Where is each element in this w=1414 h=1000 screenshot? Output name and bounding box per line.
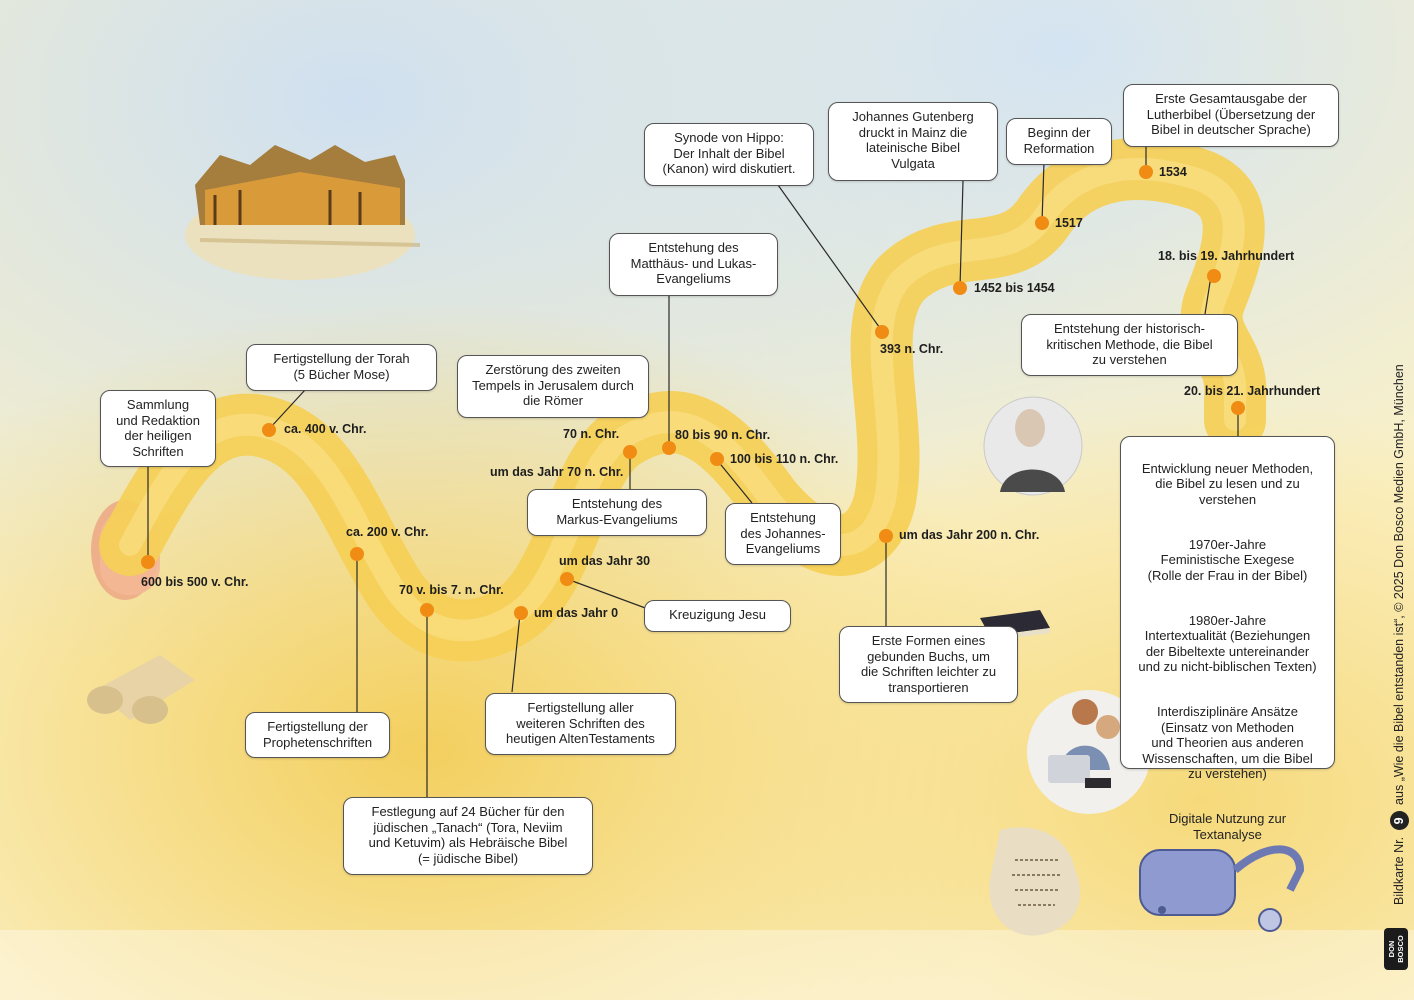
methoden-intro: Entwicklung neuer Methoden, die Bibel zu… bbox=[1141, 460, 1314, 507]
event-reformation: Beginn der Reformation bbox=[1006, 118, 1112, 165]
event-torah: Fertigstellung der Torah (5 Bücher Mose) bbox=[246, 344, 437, 391]
dot-20jh bbox=[1231, 401, 1245, 415]
tents-illustration bbox=[185, 145, 421, 280]
date-393: 393 n. Chr. bbox=[880, 342, 944, 356]
event-buch: Erste Formen eines gebunden Buchs, um di… bbox=[839, 626, 1018, 703]
date-18-19-jh: 18. bis 19. Jahrhundert bbox=[1158, 249, 1295, 263]
event-neue-methoden: Entwicklung neuer Methoden, die Bibel zu… bbox=[1120, 436, 1335, 842]
methoden-digital: Digitale Nutzung zur Textanalyse bbox=[1168, 811, 1287, 842]
methoden-interdisziplinaer: Interdisziplinäre Ansätze (Einsatz von M… bbox=[1142, 704, 1313, 781]
date-200-vchr: ca. 200 v. Chr. bbox=[346, 525, 429, 539]
card-number-badge: 9 bbox=[1390, 811, 1409, 831]
date-600-500-vchr: 600 bis 500 v. Chr. bbox=[141, 575, 249, 589]
date-jahr-0: um das Jahr 0 bbox=[534, 606, 619, 620]
timeline-dots bbox=[141, 165, 1245, 620]
date-20-21-jh: 20. bis 21. Jahrhundert bbox=[1184, 384, 1321, 398]
credit-suffix: aus „Wie die Bibel entstanden ist“, © 20… bbox=[1392, 364, 1406, 805]
publisher-logo: DON BOSCO bbox=[1384, 928, 1408, 970]
portrait-illustration bbox=[983, 396, 1083, 496]
date-1517: 1517 bbox=[1055, 216, 1083, 230]
date-jahr-200: um das Jahr 200 n. Chr. bbox=[899, 528, 1040, 542]
dot-0 bbox=[514, 606, 528, 620]
dot-400 bbox=[262, 423, 276, 437]
dot-1517 bbox=[1035, 216, 1049, 230]
date-70v-7n: 70 v. bis 7. n. Chr. bbox=[399, 583, 504, 597]
credit-prefix: Bildkarte Nr. bbox=[1392, 836, 1406, 905]
event-tempel: Zerstörung des zweiten Tempels in Jerusa… bbox=[457, 355, 649, 418]
event-sammlung: Sammlung und Redaktion der heiligen Schr… bbox=[100, 390, 216, 467]
event-matthaeus-lukas: Entstehung des Matthäus- und Lukas- Evan… bbox=[609, 233, 778, 296]
dot-1534 bbox=[1139, 165, 1153, 179]
date-1452: 1452 bis 1454 bbox=[974, 281, 1055, 295]
date-70-nchr: 70 n. Chr. bbox=[563, 427, 620, 441]
methoden-1980: 1980er-Jahre Intertextualität (Beziehung… bbox=[1138, 612, 1317, 675]
event-historisch-kritisch: Entstehung der historisch- kritischen Me… bbox=[1021, 314, 1238, 376]
event-gutenberg: Johannes Gutenberg druckt in Mainz die l… bbox=[828, 102, 998, 181]
dot-100 bbox=[710, 452, 724, 466]
credit-line: Bildkarte Nr. 9 aus „Wie die Bibel entst… bbox=[1390, 364, 1409, 905]
dot-30 bbox=[560, 572, 574, 586]
date-100-110: 100 bis 110 n. Chr. bbox=[730, 452, 839, 466]
dot-80 bbox=[662, 441, 676, 455]
dot-393 bbox=[875, 325, 889, 339]
event-hippo: Synode von Hippo: Der Inhalt der Bibel (… bbox=[644, 123, 814, 186]
parchment-illustration bbox=[989, 827, 1081, 936]
event-kreuzigung: Kreuzigung Jesu bbox=[644, 600, 791, 632]
event-lutherbibel: Erste Gesamtausgabe der Lutherbibel (Übe… bbox=[1123, 84, 1339, 147]
event-tanach: Festlegung auf 24 Bücher für den jüdisch… bbox=[343, 797, 593, 875]
dot-600 bbox=[141, 555, 155, 569]
dot-1452 bbox=[953, 281, 967, 295]
dot-18jh bbox=[1207, 269, 1221, 283]
dot-70n bbox=[623, 445, 637, 459]
logo-text: DON BOSCO bbox=[1387, 935, 1406, 963]
date-400-vchr: ca. 400 v. Chr. bbox=[284, 422, 367, 436]
date-jahr-70: um das Jahr 70 n. Chr. bbox=[490, 465, 624, 479]
event-propheten: Fertigstellung der Prophetenschriften bbox=[245, 712, 390, 758]
date-1534: 1534 bbox=[1159, 165, 1187, 179]
dot-200 bbox=[350, 547, 364, 561]
date-jahr-30: um das Jahr 30 bbox=[559, 554, 651, 568]
methoden-1970: 1970er-Jahre Feministische Exegese (Roll… bbox=[1147, 536, 1308, 583]
event-markus: Entstehung des Markus-Evangeliums bbox=[527, 489, 707, 536]
dot-70v bbox=[420, 603, 434, 617]
vr-headset-illustration bbox=[1139, 845, 1305, 932]
event-johannes: Entstehung des Johannes- Evangeliums bbox=[725, 503, 841, 565]
event-altes-testament: Fertigstellung aller weiteren Schriften … bbox=[485, 693, 676, 755]
dot-200n bbox=[879, 529, 893, 543]
date-80-90: 80 bis 90 n. Chr. bbox=[675, 428, 771, 442]
